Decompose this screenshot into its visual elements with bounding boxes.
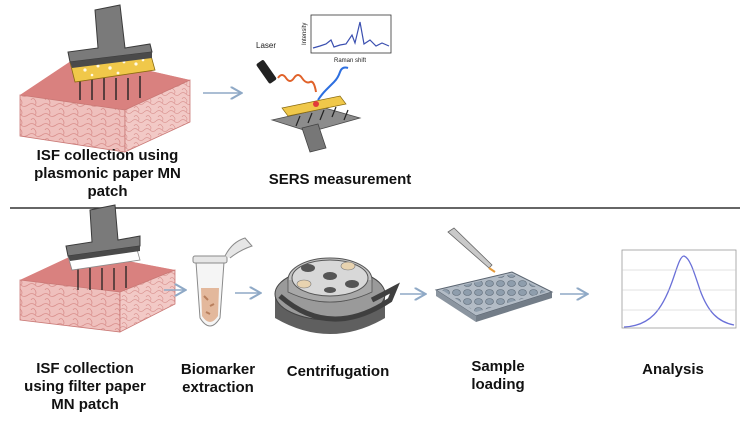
- caption-line: plasmonic paper MN: [34, 165, 181, 182]
- laser-label: Laser: [256, 41, 276, 50]
- fluorescence-spectrum-icon: [621, 249, 737, 329]
- raman-spectrum-icon: Intensity Raman shift: [302, 14, 392, 64]
- caption-line: using filter paper: [24, 378, 146, 395]
- filter-patch-icon: [19, 204, 176, 333]
- microneedle-patch-icon: [19, 4, 191, 153]
- caption-isf-filter: ISF collection using filter paper MN pat…: [10, 360, 160, 414]
- raman-xlabel: Raman shift: [334, 58, 366, 64]
- pipette-icon: [447, 227, 496, 273]
- caption-isf-plasmonic: ISF collection using plasmonic paper MN …: [5, 147, 210, 201]
- raman-ylabel: Intensity: [302, 23, 308, 45]
- centrifuge-icon: [274, 257, 400, 334]
- caption-line: Sample: [471, 358, 525, 375]
- caption-sample-loading: Sample loading: [448, 358, 548, 394]
- caption-line: extraction: [182, 379, 254, 396]
- caption-biomarker: Biomarker extraction: [168, 361, 268, 397]
- caption-line: MN patch: [51, 396, 119, 413]
- caption-line: ISF collection using: [36, 147, 179, 164]
- caption-sers: SERS measurement: [268, 171, 412, 188]
- well-plate-icon: [434, 271, 554, 322]
- microtube-icon: [192, 237, 253, 327]
- caption-line: patch: [87, 183, 128, 200]
- caption-centrifugation: Centrifugation: [286, 363, 390, 380]
- caption-line: loading: [471, 376, 525, 393]
- caption-line: Biomarker: [180, 361, 256, 378]
- caption-analysis: Analysis: [642, 361, 704, 378]
- sers-setup-icon: [256, 60, 362, 153]
- caption-line: ISF collection: [36, 360, 134, 377]
